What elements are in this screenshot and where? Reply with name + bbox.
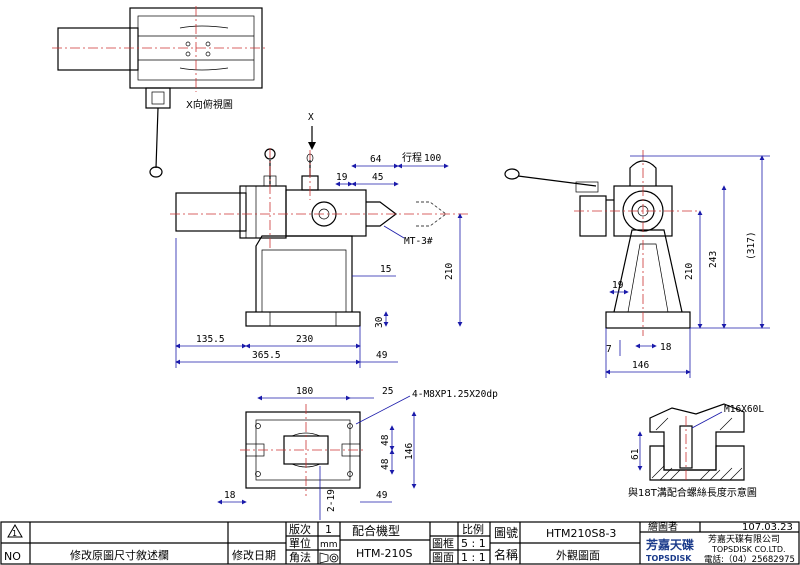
dim-mt3: MT-3# — [404, 236, 433, 247]
name-value: 外觀圖面 — [556, 549, 600, 562]
dim-230: 230 — [296, 334, 313, 345]
x-view-label: X向俯視圖 — [186, 98, 233, 111]
scale-label: 比例 — [462, 522, 484, 536]
dim-19: 19 — [336, 172, 348, 183]
drawing-no-value: HTM210S8-3 — [546, 527, 616, 540]
projection-symbol-icon — [319, 552, 339, 564]
revision-symbol: 1 — [12, 529, 17, 538]
dim-2-19: 2-19 — [326, 489, 337, 512]
detail-view: M16X60L 61 與18T溝配合螺絲長度示意圖 — [628, 403, 764, 499]
title-block: 1 NO 修改原圖尺寸敘述欄 修改日期 版次 1 單位 mm 角法 配合機型 H… — [0, 520, 800, 565]
model-value: HTM-210S — [356, 547, 412, 560]
dim-100: 100 — [424, 153, 441, 164]
dim-18-side: 18 — [660, 342, 672, 353]
dim-317: (317) — [746, 231, 757, 260]
dim-15: 15 — [380, 264, 391, 275]
name-label: 名稱 — [494, 547, 518, 562]
version-value: 1 — [325, 523, 332, 536]
company-cn: 芳嘉天碟有限公司 — [708, 533, 780, 545]
dim-25: 25 — [382, 386, 393, 397]
dim-146-side: 146 — [632, 360, 649, 371]
x-arrow-label: X — [308, 112, 314, 123]
logo-cn: 芳嘉天碟 — [646, 537, 694, 552]
bolt-callout: M16X60L — [724, 404, 764, 415]
dim-49-bottom: 49 — [376, 490, 388, 501]
company-logo: 芳嘉天碟 TOPSDISK — [646, 537, 694, 563]
date-value: 107.03.23 — [742, 522, 793, 533]
top-view: X向俯視圖 — [52, 6, 268, 178]
dim-210-side: 210 — [684, 263, 695, 280]
revision-description-label: 修改原圖尺寸敘述欄 — [70, 548, 169, 562]
face-value: 1 : 1 — [461, 551, 486, 564]
company-phone: 電話:（04）25682975 — [704, 554, 795, 565]
x-direction-arrow: X — [308, 112, 316, 150]
dim-146-bottom: 146 — [404, 443, 415, 460]
version-label: 版次 — [289, 522, 311, 536]
dim-18-bottom: 18 — [224, 490, 236, 501]
bottom-view: 180 25 4-M8XP1.25X20dp 48 48 146 18 2-19… — [217, 386, 498, 520]
thread-callout: 4-M8XP1.25X20dp — [412, 389, 498, 400]
dim-210-front: 210 — [444, 263, 455, 280]
revision-triangle-icon — [7, 524, 23, 538]
model-label: 配合機型 — [352, 523, 400, 538]
dim-30: 30 — [374, 316, 385, 328]
frame-value: 5 : 1 — [461, 537, 486, 550]
revision-date-label: 修改日期 — [232, 548, 276, 562]
projection-label: 角法 — [289, 550, 311, 564]
dim-19-side: 19 — [612, 280, 624, 291]
dim-64: 64 — [370, 154, 382, 165]
dim-135-5: 135.5 — [196, 334, 225, 345]
logo-en: TOPSDISK — [646, 554, 692, 563]
detail-hatching — [651, 417, 743, 481]
dim-61: 61 — [630, 448, 641, 460]
dim-365-5: 365.5 — [252, 350, 281, 361]
dim-180: 180 — [296, 386, 313, 397]
detail-caption: 與18T溝配合螺絲長度示意圖 — [628, 486, 757, 499]
frame-label: 圖框 — [432, 537, 454, 550]
drafter-label: 繪圖者 — [648, 520, 678, 533]
dim-243: 243 — [708, 251, 719, 268]
front-view: 64 行程 100 19 45 MT-3# 15 210 30 135.5 23… — [170, 148, 470, 368]
side-view: 210 243 (317) 19 7 18 146 — [504, 150, 770, 378]
face-label: 圖面 — [432, 551, 454, 564]
dim-49-front: 49 — [376, 350, 388, 361]
drawing-no-label: 圖號 — [494, 526, 518, 540]
dim-45: 45 — [372, 172, 383, 183]
unit-label: 單位 — [289, 536, 311, 550]
travel-label: 行程 — [402, 151, 422, 164]
dim-7: 7 — [606, 344, 612, 355]
company-en: TOPSDISK CO.LTD. — [711, 545, 786, 554]
no-label: NO — [4, 550, 21, 563]
unit-value: mm — [320, 540, 338, 550]
dim-48a: 48 — [380, 434, 391, 446]
dim-48b: 48 — [380, 458, 391, 470]
